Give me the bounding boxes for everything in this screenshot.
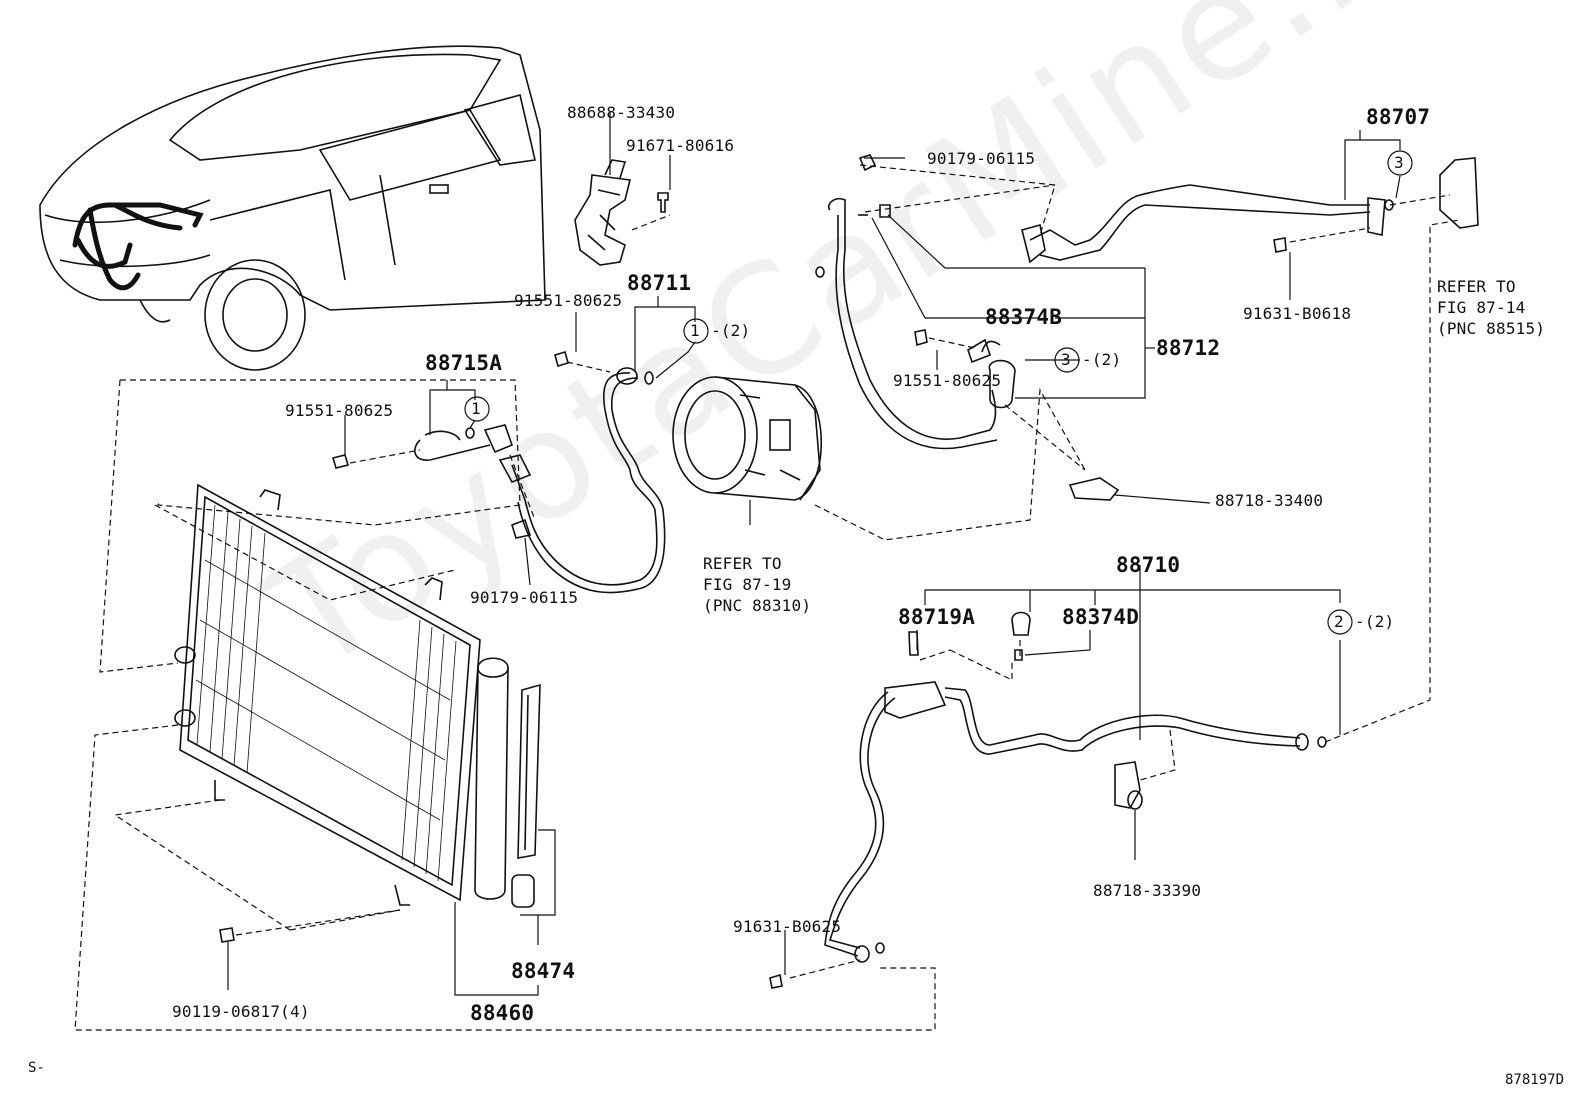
part-label-88688-33430: 88688-33430 [567,103,676,122]
callout-number: 3 [1061,350,1071,369]
part-label-88718-33390: 88718-33390 [1093,881,1202,900]
diagram-code: 878197D [1505,1072,1565,1088]
part-label-91551-80625-left: 91551-80625 [285,401,394,420]
callout-circles [464,150,1413,635]
callout-qty: -(2) [1355,612,1395,631]
part-label-88474: 88474 [511,959,576,983]
discharge-hose-88711 [498,367,666,594]
callout-number: 1 [471,399,481,418]
part-label-88374d: 88374D [1062,605,1140,629]
part-label-90179-06115-top: 90179-06115 [927,149,1036,168]
part-label-90119-06817: 90119-06817(4) [172,1002,310,1021]
part-label-91671-80616: 91671-80616 [626,136,735,155]
car-illustration [39,45,546,371]
part-label-91631-b0625: 91631-B0625 [733,917,842,936]
part-label-88718-33400: 88718-33400 [1215,491,1324,510]
callout-number: 2 [1334,612,1344,631]
part-label-88374b: 88374B [985,305,1063,329]
part-label-88715a: 88715A [425,351,503,375]
callout-number: 1 [690,321,700,340]
part-label-88711: 88711 [627,271,692,295]
callout-qty: -(2) [1082,350,1122,369]
receiver-dryer [474,657,541,908]
part-label-88460: 88460 [470,1001,535,1025]
part-label-90179-06115-bottom: 90179-06115 [470,588,579,607]
part-label-91551-80625-mid: 91551-80625 [893,371,1002,390]
valve-reference: REFER TO FIG 87-14 (PNC 88515) [1437,277,1546,338]
callout-number: 3 [1394,153,1404,172]
bracket [574,159,669,266]
part-label-88712: 88712 [1156,336,1221,360]
compressor [672,376,822,501]
hose-88715a [331,350,569,469]
condenser [174,483,481,906]
suction-hose-88707 [1021,157,1479,264]
leader-lines [227,112,1401,996]
part-label-88719a: 88719A [898,605,976,629]
suction-hose-88712 [815,154,1120,501]
part-label-91631-b0618: 91631-B0618 [1243,304,1352,323]
compressor-reference: REFER TO FIG 87-19 (PNC 88310) [703,554,812,615]
liquid-line-88710 [219,611,1327,989]
footer-mark: S- [28,1060,45,1076]
part-label-88707: 88707 [1366,105,1431,129]
assembly-dashed-lines [74,164,1461,1031]
part-label-91551-80625-top: 91551-80625 [514,291,623,310]
part-label-88710: 88710 [1116,553,1181,577]
callout-qty: -(2) [711,321,751,340]
